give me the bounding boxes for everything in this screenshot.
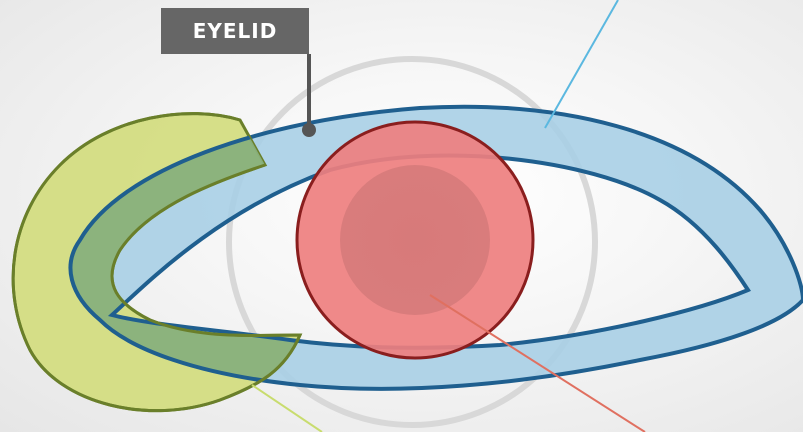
eyelid-label: EYELID [161, 8, 309, 54]
eyelid-label-text: EYELID [193, 19, 278, 43]
leader-line-blue [545, 0, 618, 128]
leader-dot-eyelid [302, 123, 316, 137]
iris-inner [340, 165, 490, 315]
